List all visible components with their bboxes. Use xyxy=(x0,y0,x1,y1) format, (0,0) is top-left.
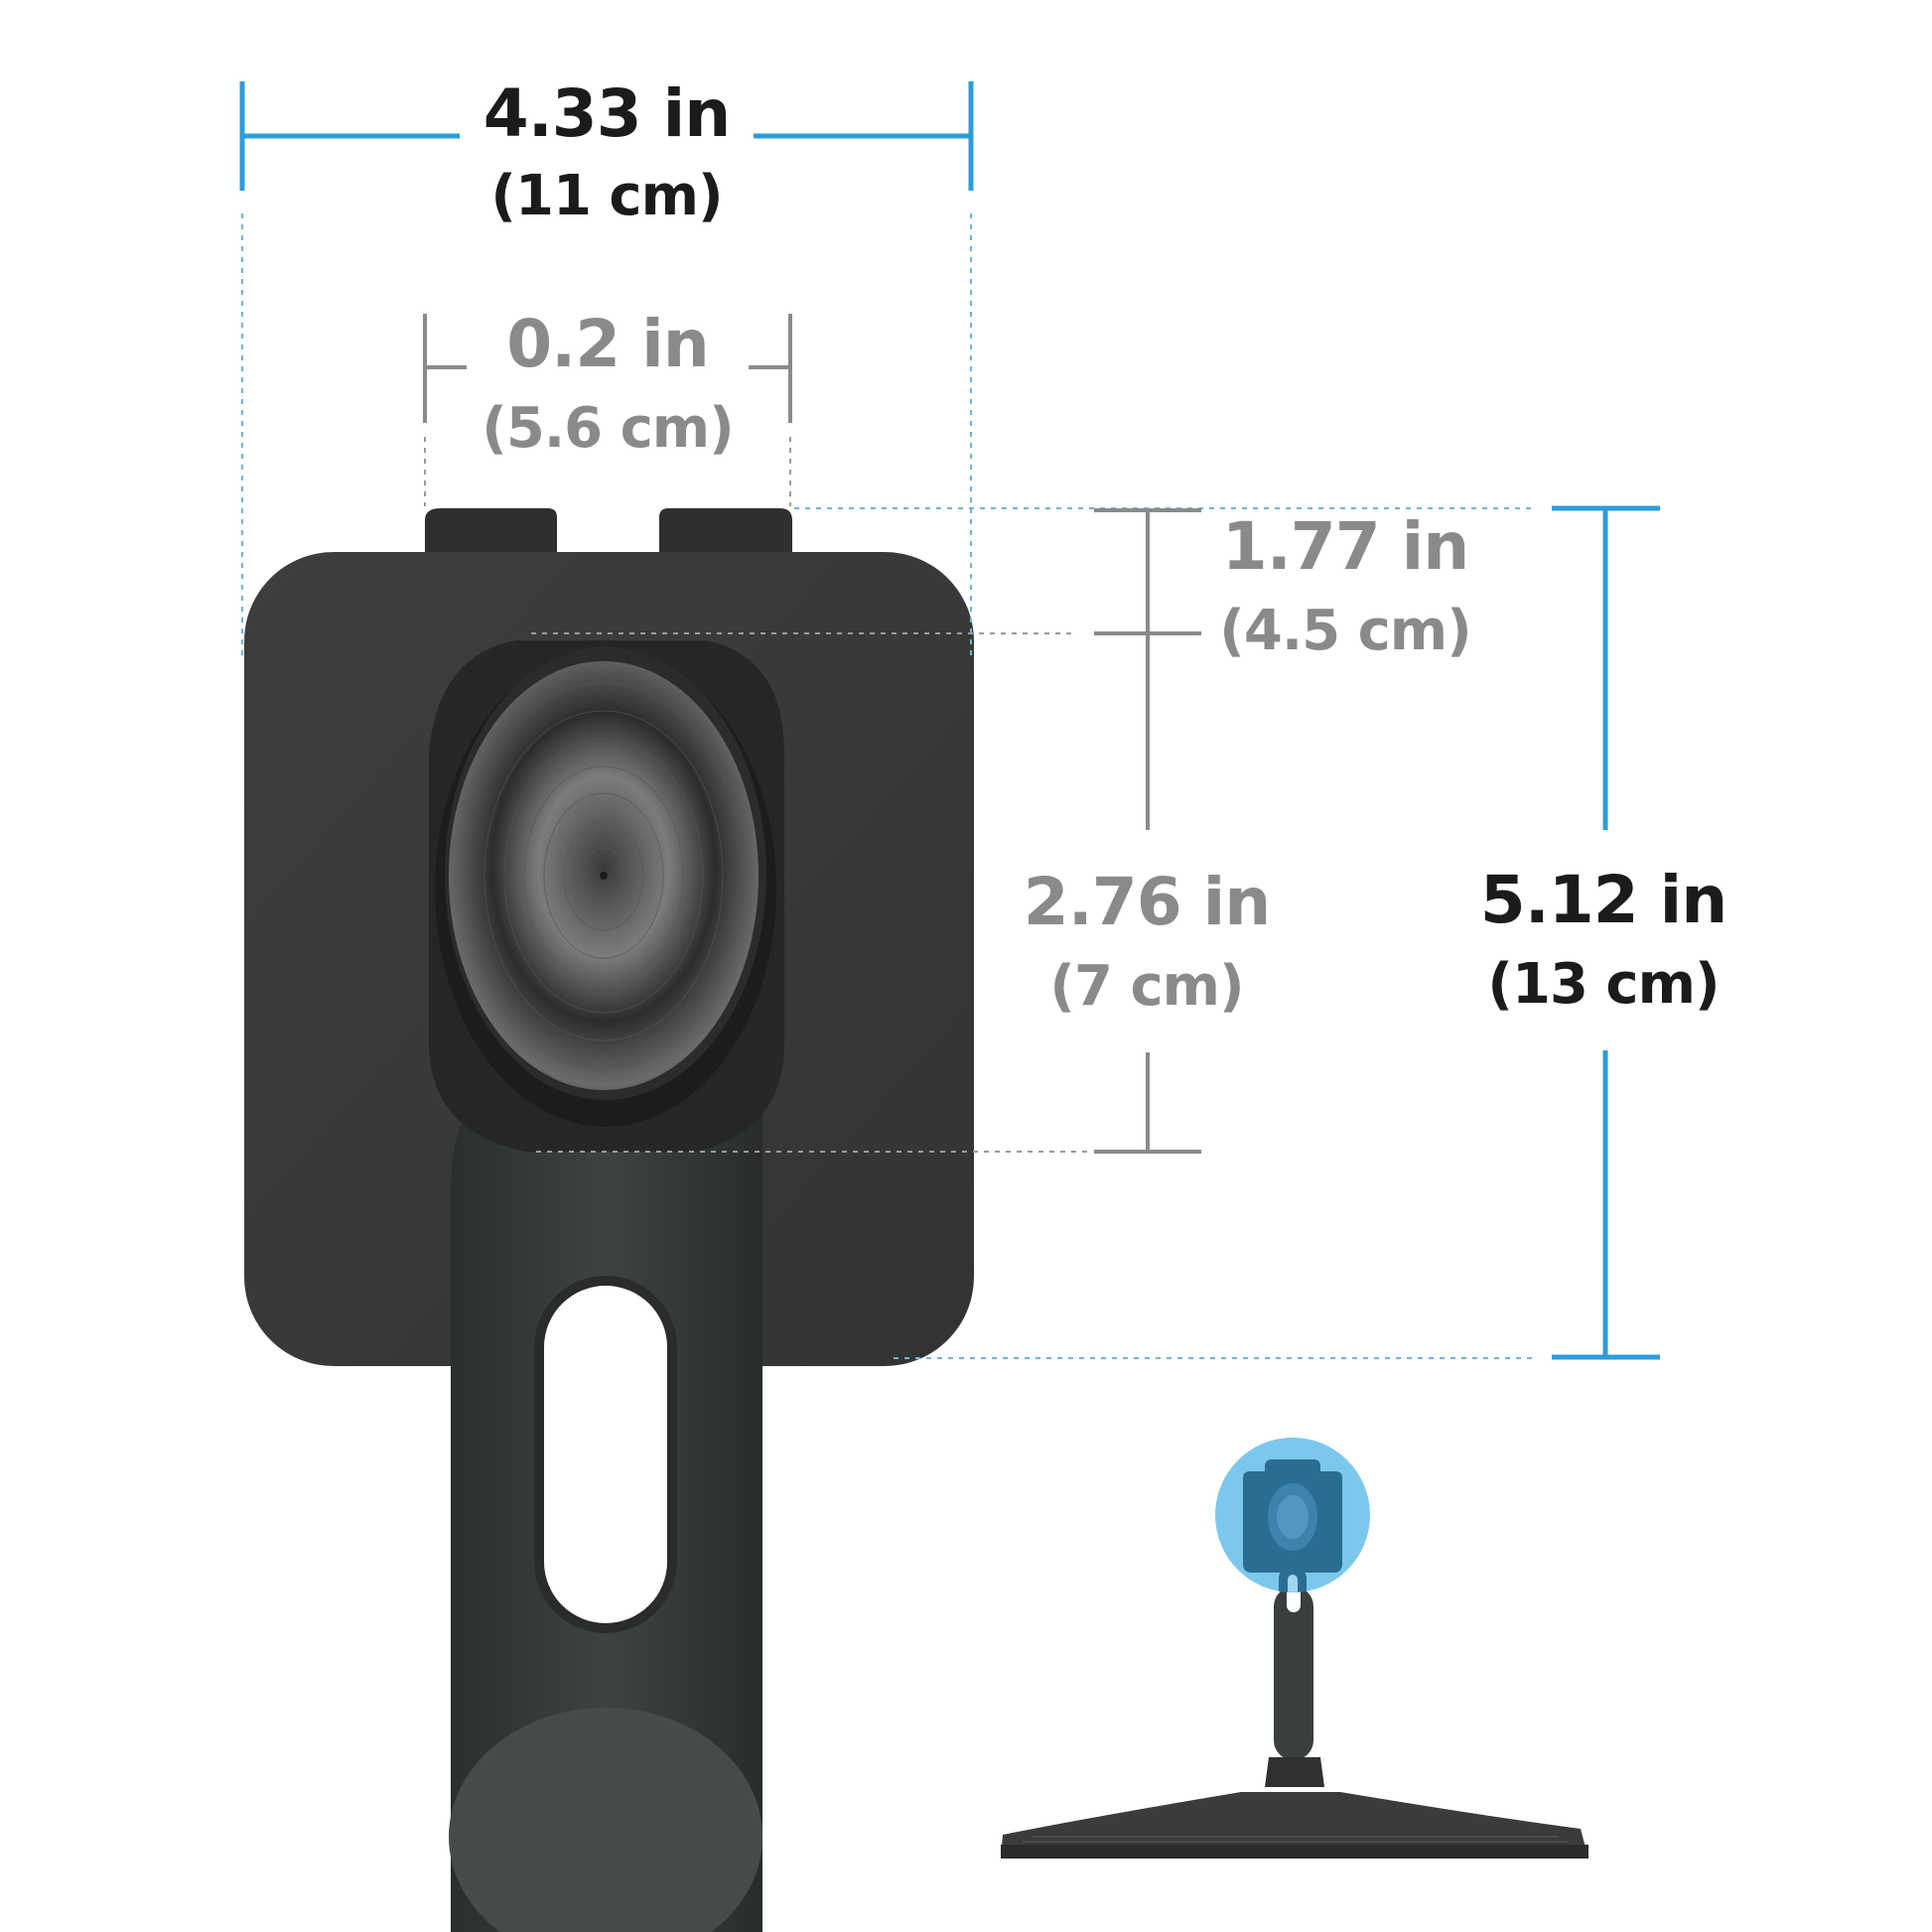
dimension-slot-width xyxy=(423,314,792,423)
dimension-mid-height xyxy=(1094,508,1201,1154)
slot-width-cm: (5.6 cm) xyxy=(482,396,734,461)
overall-width-cm: (11 cm) xyxy=(490,164,723,228)
arm-joint xyxy=(449,1708,762,1932)
monitor-with-mount-illustration xyxy=(1001,1438,1588,1859)
support-arm xyxy=(449,1052,762,1932)
overall-height-in: 5.12 in xyxy=(1479,862,1727,938)
mid-height-cm: (7 cm) xyxy=(1049,954,1244,1019)
width-guides xyxy=(241,213,972,660)
top-offset-cm: (4.5 cm) xyxy=(1219,599,1471,663)
mid-height-in: 2.76 in xyxy=(1023,864,1271,940)
knob-assembly xyxy=(429,640,784,1152)
overall-width-in: 4.33 in xyxy=(483,75,731,152)
top-offset-in: 1.77 in xyxy=(1221,508,1469,585)
dimension-overall-width xyxy=(239,81,974,191)
overall-height-cm: (13 cm) xyxy=(1487,952,1720,1017)
arm-slot xyxy=(544,1286,667,1623)
slot-width-in: 0.2 in xyxy=(506,306,710,382)
dimension-overall-height xyxy=(1552,505,1660,1360)
